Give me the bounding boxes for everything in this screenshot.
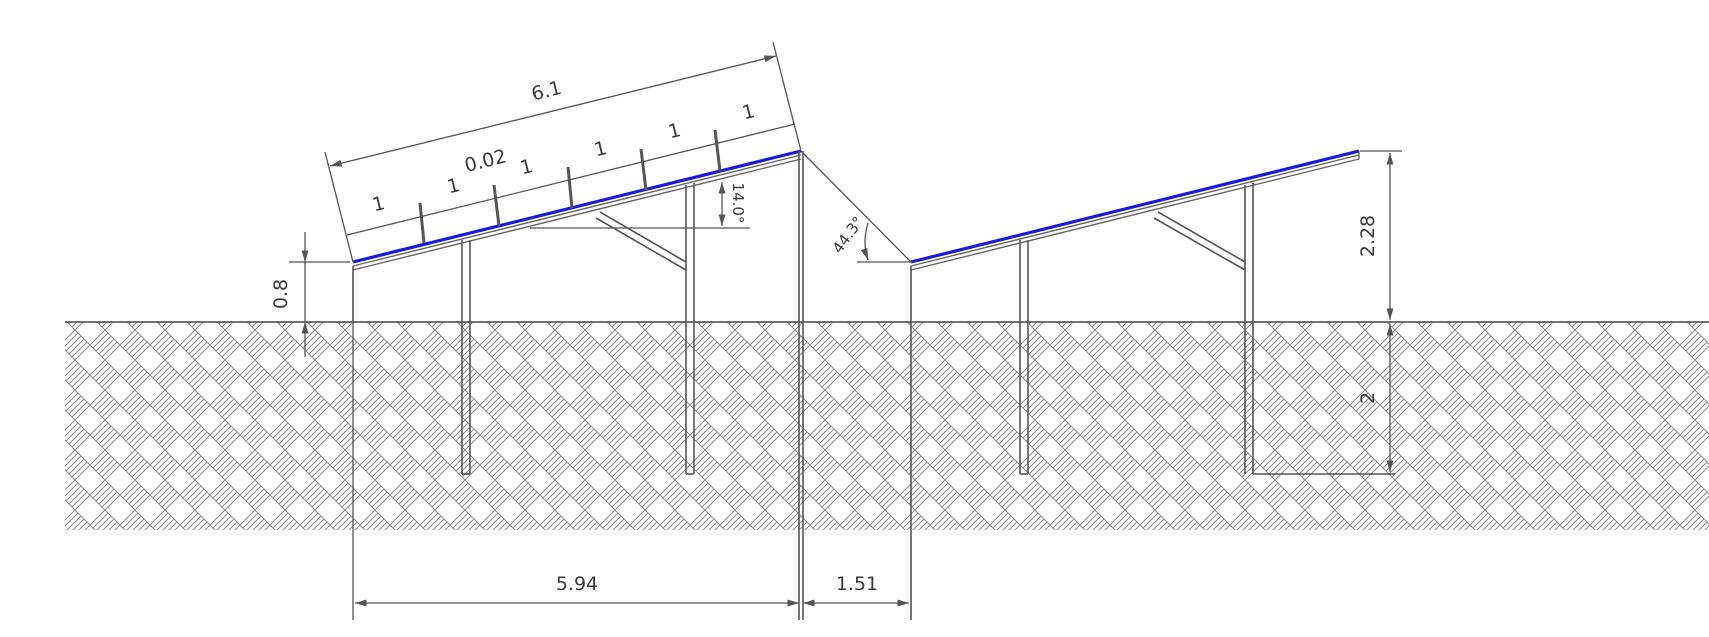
- front-clearance-label: 0.8: [270, 279, 292, 309]
- dim-panel-length-label: 6.1: [529, 77, 564, 106]
- tilt-angle-label: 14.0°: [729, 183, 747, 224]
- row-gap-label: 1.51: [836, 573, 878, 595]
- dim-front-clearance: 0.8: [270, 232, 350, 357]
- row-2-structure: [910, 149, 1395, 620]
- dim-horizontal: 5.94 1.51: [352, 322, 909, 620]
- segment-label-2: 1: [445, 174, 462, 198]
- shading-angle-label: 44.3°: [829, 213, 868, 257]
- soil-hatch: [65, 322, 1709, 530]
- top-height-label: 2.28: [1357, 215, 1379, 257]
- segment-label-1: 1: [370, 192, 387, 216]
- dim-tilt-angle: 14.0°: [530, 182, 750, 229]
- dim-top-height: 2.28: [1357, 150, 1402, 320]
- dim-embed-depth: 2: [1357, 324, 1394, 472]
- segment-label-6: 1: [740, 100, 757, 124]
- row-projection-label: 5.94: [556, 573, 598, 595]
- embed-depth-label: 2: [1357, 392, 1379, 404]
- dim-shading-angle: 44.3°: [800, 150, 912, 263]
- segment-label-5: 1: [666, 119, 683, 143]
- dim-panel-length: 6.1: [324, 41, 802, 263]
- module-gap-label: 0.02: [462, 145, 508, 177]
- segment-label-3: 1: [518, 155, 535, 179]
- segment-label-4: 1: [592, 137, 609, 161]
